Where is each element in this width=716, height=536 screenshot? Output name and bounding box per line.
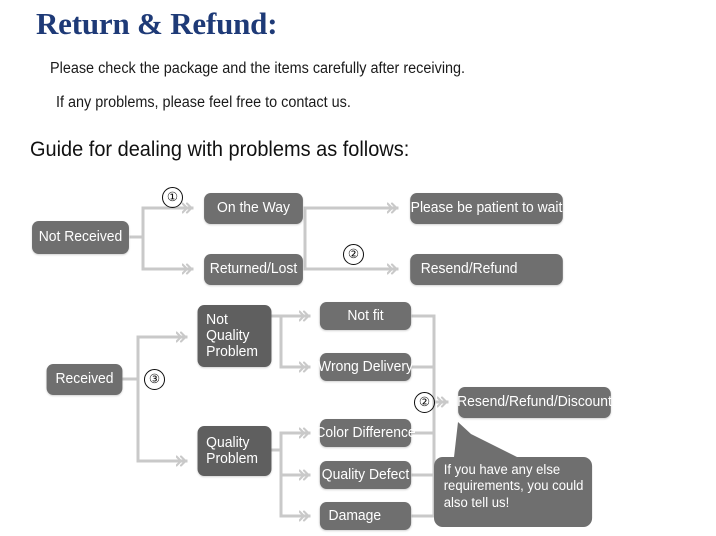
node-color-difference[interactable]: Color Difference [315,419,416,447]
connector-group-not-quality-issues [271,316,311,367]
node-not-quality-problem-line-1: Not [206,311,228,328]
node-not-quality-problem-line-2: Quality [206,327,250,344]
intro-line-check-package: Please check the package and the items c… [50,60,466,77]
node-received[interactable]: Received [46,364,123,395]
callout-line-3: also tell us! [443,494,510,510]
node-not-quality-problem[interactable]: Not Quality Problem [197,305,272,367]
node-on-the-way[interactable]: On the Way [204,193,303,224]
callout-line-1: If you have any else [443,462,561,477]
callout-bubble: If you have any else requirements, you c… [434,457,593,527]
node-quality-defect[interactable]: Quality Defect [319,461,412,489]
step-marker-2-not-received: ② [343,244,364,265]
node-resend-refund-discount[interactable]: Resend/Refund/Discount [457,387,612,418]
node-quality-problem[interactable]: Quality Problem [197,426,272,476]
node-please-be-patient-to-wait[interactable]: Please be patient to wait [410,193,563,224]
node-returned-lost[interactable]: Returned/Lost [204,254,303,285]
step-marker-2-received: ② [414,392,435,413]
guide-heading: Guide for dealing with problems as follo… [30,138,410,161]
node-wrong-delivery[interactable]: Wrong Delivery [318,353,413,381]
step-marker-1: ① [162,187,183,208]
intro-line-contact-us: If any problems, please feel free to con… [56,94,351,111]
connector-group-quality-issues [271,433,311,516]
node-resend-refund[interactable]: Resend/Refund [410,254,563,285]
connector-group-not-received [129,208,194,269]
node-damage[interactable]: Damage [319,502,412,530]
callout-tail [453,422,535,466]
step-marker-3: ③ [144,369,165,390]
node-quality-problem-line-2: Problem [206,451,259,467]
node-quality-problem-line-1: Quality [206,434,250,451]
callout-line-2: requirements, you could [443,478,584,494]
page-title: Return & Refund: [36,6,278,41]
connector-group-received [122,337,188,461]
node-not-received[interactable]: Not Received [32,221,129,254]
node-not-quality-problem-line-3: Problem [206,344,259,361]
node-not-fit[interactable]: Not fit [319,302,412,330]
